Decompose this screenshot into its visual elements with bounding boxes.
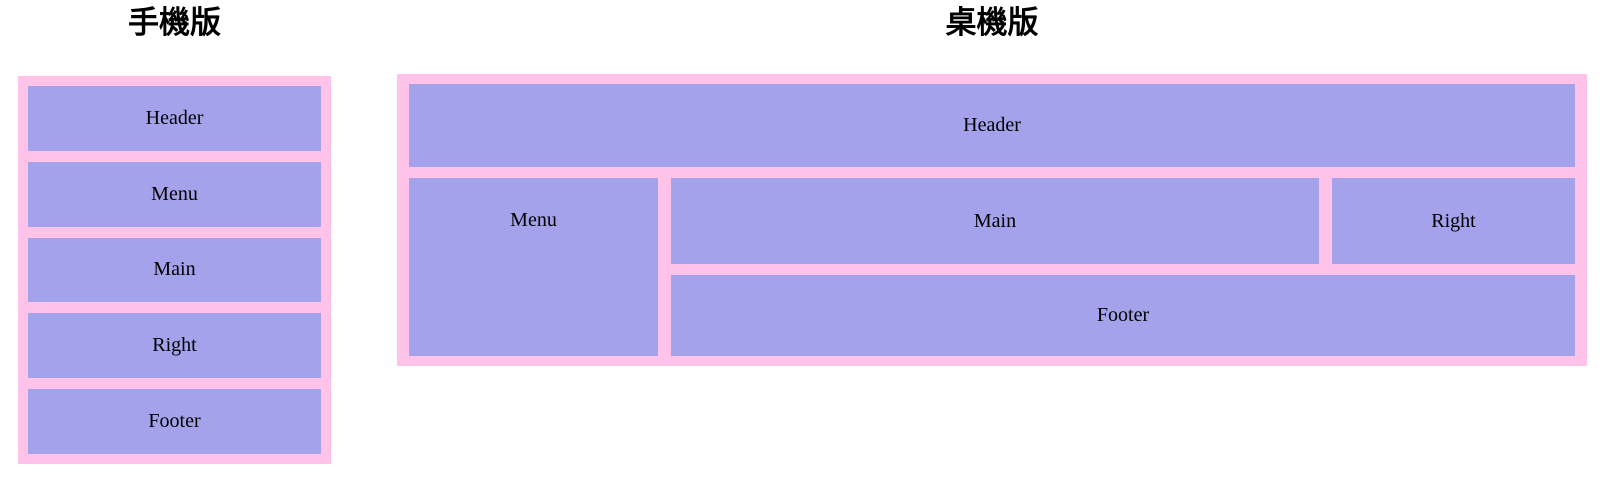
- mobile-box-header: Header: [28, 86, 321, 151]
- desktop-area-footer: Footer: [671, 275, 1575, 356]
- desktop-area-right: Right: [1332, 178, 1575, 264]
- desktop-area-main: Main: [671, 178, 1319, 264]
- mobile-box-right: Right: [28, 313, 321, 379]
- mobile-panel-title: 手機版: [128, 5, 221, 41]
- mobile-box-footer: Footer: [28, 389, 321, 454]
- desktop-area-header: Header: [409, 84, 1575, 167]
- mobile-box-menu: Menu: [28, 161, 321, 227]
- mobile-box-main: Main: [28, 237, 321, 303]
- desktop-panel-title: 桌機版: [945, 5, 1039, 41]
- desktop-layout-container: Header Menu Main Right Footer: [397, 74, 1587, 366]
- mobile-layout-container: Header Menu Main Right Footer: [18, 76, 331, 464]
- desktop-menu-label: Menu: [510, 208, 557, 231]
- desktop-area-menu: Menu: [409, 178, 658, 356]
